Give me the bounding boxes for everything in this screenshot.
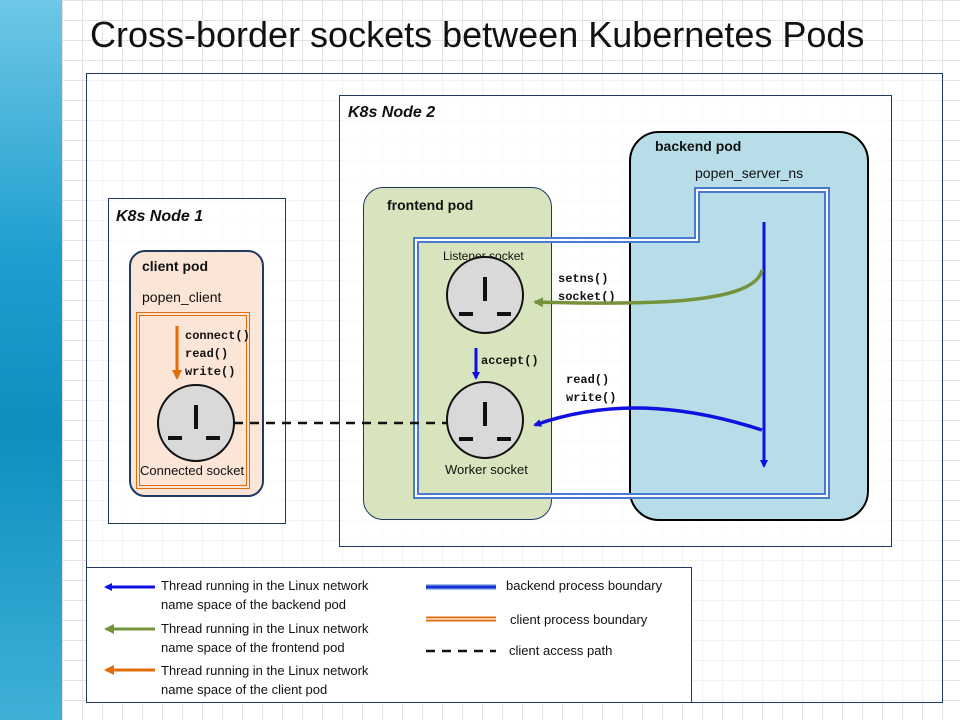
call-write-backend: write() [566,391,617,405]
listener-socket [446,256,524,334]
call-connect: connect() [185,329,250,343]
client-process-name: popen_client [142,289,222,305]
legend-client-boundary: client process boundary [510,612,648,627]
k8s-node-1-label: K8s Node 1 [116,208,204,225]
backend-process-name: popen_server_ns [695,165,804,181]
call-socket: socket() [558,290,616,304]
worker-socket-label: Worker socket [445,462,528,477]
call-read-backend: read() [566,373,610,387]
client-pod-label: client pod [142,258,209,274]
connected-socket-label: Connected socket [140,463,245,478]
legend [86,567,692,703]
setns-calls: setns() socket() [558,270,616,306]
k8s-node-2-label: K8s Node 2 [348,104,436,121]
page-title: Cross-border sockets between Kubernetes … [90,14,865,55]
listener-socket-label: Listener socket [443,249,524,263]
client-process-boundary [136,312,250,489]
worker-socket [446,381,524,459]
legend-access-path: client access path [509,643,613,658]
backend-pod-label: backend pod [655,138,742,154]
rw-calls: read() write() [566,371,616,407]
call-write: write() [185,365,236,379]
legend-thread-client: Thread running in the Linux network name… [161,663,369,697]
connected-socket [157,384,235,462]
legend-backend-boundary: backend process boundary [506,578,663,593]
client-calls: connect() read() write() [185,327,250,381]
call-read: read() [185,347,229,361]
read-write-arrow [533,406,763,432]
legend-thread-backend: Thread running in the Linux network name… [161,578,369,612]
decorative-side-band [0,0,62,720]
legend-thread-frontend: Thread running in the Linux network name… [161,621,369,655]
call-setns: setns() [558,272,609,286]
setns-arrow [533,269,764,308]
frontend-pod-label: frontend pod [387,197,474,213]
accept-call: accept() [481,354,539,368]
